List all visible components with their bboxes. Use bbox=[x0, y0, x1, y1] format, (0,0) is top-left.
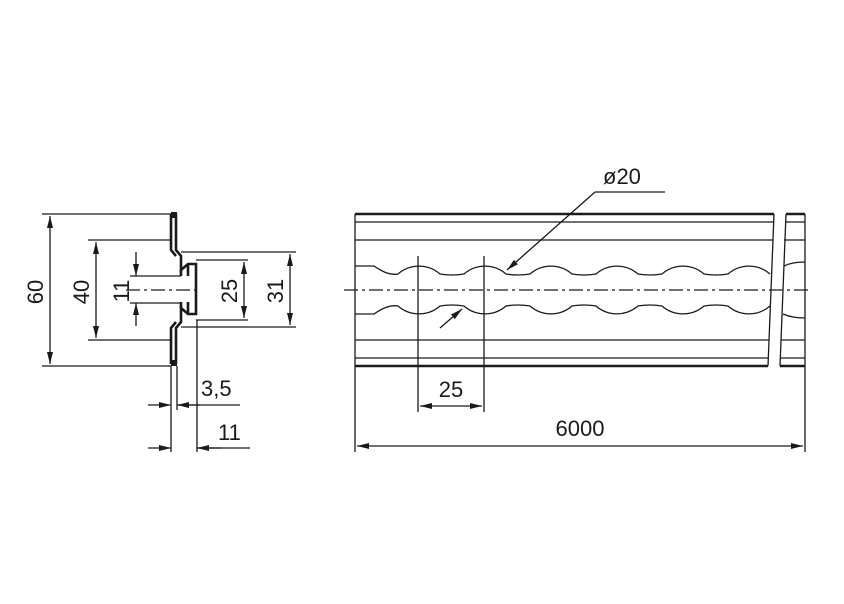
dim-40-label: 40 bbox=[69, 280, 94, 304]
dim-11-depth-label: 11 bbox=[218, 420, 241, 445]
profile-outline bbox=[174, 214, 198, 364]
dim-6000-label: 6000 bbox=[556, 416, 605, 441]
profile-cross-section: 60 40 11 25 31 3,5 11 bbox=[23, 212, 296, 452]
dim-31-label: 31 bbox=[263, 279, 288, 303]
dim-3-5-label: 3,5 bbox=[201, 376, 232, 401]
dim-pitch-25-label: 25 bbox=[439, 377, 463, 402]
rail-side-view: 25 6000 ø20 bbox=[344, 164, 812, 452]
dim-diameter-label: ø20 bbox=[603, 164, 641, 189]
dim-60-label: 60 bbox=[23, 280, 48, 304]
slot-contour-bottom bbox=[355, 304, 771, 315]
dim-11-slot-label: 11 bbox=[109, 280, 134, 303]
dim-25-label: 25 bbox=[217, 279, 242, 303]
slot-contour-top bbox=[355, 265, 771, 276]
